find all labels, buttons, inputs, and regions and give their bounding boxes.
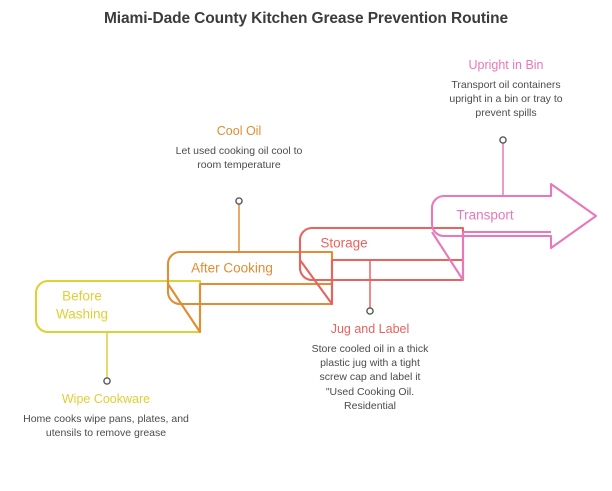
callout-body-upright-in-bin: Transport oil containers upright in a bi…	[449, 79, 563, 120]
stage-banner-transport[interactable]	[430, 182, 598, 250]
connector-dot-wipe-cookware	[103, 377, 111, 385]
callout-title-cool-oil: Cool Oil	[216, 124, 262, 138]
callout-title-wipe-cookware: Wipe Cookware	[61, 392, 151, 406]
connector-dot-upright-in-bin	[499, 136, 507, 144]
callout-jug-and-label: Jug and Label Store cooled oil in a thic…	[308, 322, 432, 413]
callout-upright-in-bin: Upright in Bin Transport oil containers …	[440, 58, 572, 121]
stage-before-washing[interactable]: Before Washing	[34, 279, 202, 385]
stage-label-transport: Transport	[456, 208, 514, 223]
connector-dot-cool-oil	[235, 197, 243, 205]
callout-body-cool-oil: Let used cooking oil cool to room temper…	[175, 145, 303, 172]
stage-after-cooking[interactable]: After Cooking	[166, 197, 334, 334]
stage-label-before-washing-2: Washing	[56, 307, 108, 322]
connector-dot-jug-and-label	[366, 307, 374, 315]
stage-transport[interactable]: Transport	[430, 136, 598, 282]
stage-tail-transport	[431, 231, 465, 282]
stage-banner-before-washing[interactable]	[34, 279, 202, 334]
callout-wipe-cookware: Wipe Cookware Home cooks wipe pans, plat…	[22, 392, 190, 440]
stage-label-after-cooking: After Cooking	[191, 261, 273, 276]
page-title: Miami-Dade County Kitchen Grease Prevent…	[103, 10, 508, 27]
callout-body-jug-and-label: Store cooled oil in a thick plastic jug …	[311, 343, 429, 412]
stage-banner-storage[interactable]	[298, 226, 465, 282]
callout-title-jug-and-label: Jug and Label	[330, 322, 410, 336]
stage-tail-storage	[299, 259, 334, 306]
stage-label-storage: Storage	[320, 236, 367, 251]
callout-body-wipe-cookware: Home cooks wipe pans, plates, and utensi…	[23, 413, 189, 440]
stage-label-before-washing: Before	[62, 289, 102, 304]
callout-cool-oil: Cool Oil Let used cooking oil cool to ro…	[173, 124, 305, 172]
callout-title-upright-in-bin: Upright in Bin	[468, 58, 544, 72]
stage-banner-after-cooking[interactable]	[166, 250, 334, 306]
stage-storage[interactable]: Storage	[298, 226, 465, 315]
stage-tail-after-cooking	[167, 283, 202, 334]
